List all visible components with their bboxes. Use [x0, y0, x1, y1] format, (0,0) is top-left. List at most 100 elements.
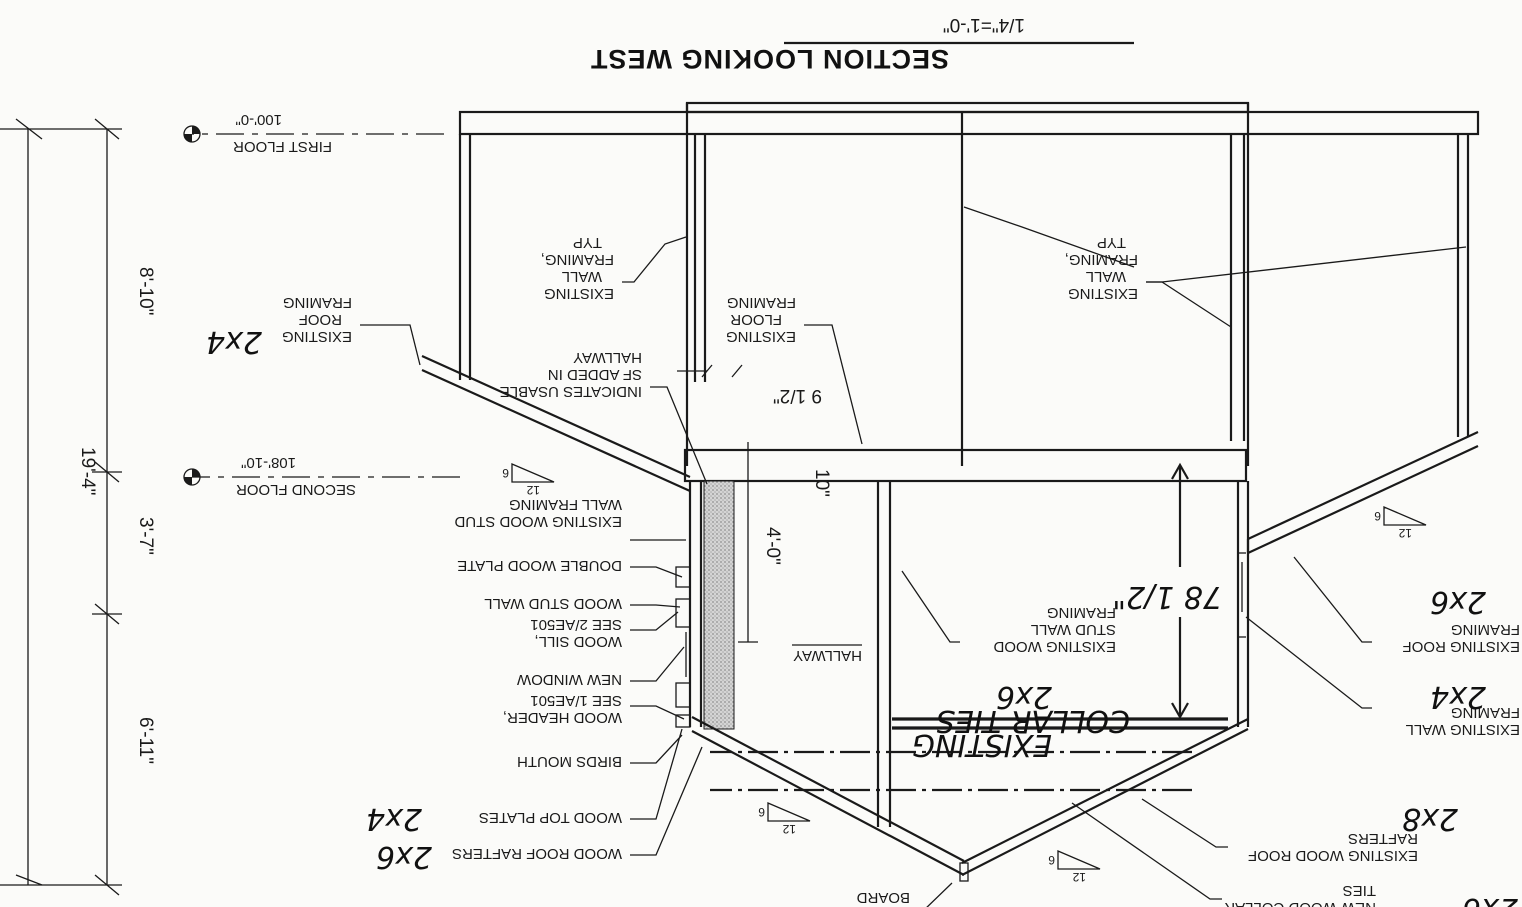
note-usable-sf: INDICATES USABLE SF ADDED IN HALLWAY: [500, 349, 708, 485]
level-first-floor: FIRST FLOOR 100'-0": [183, 111, 444, 155]
note-wood-sill: WOOD SILL, SEE 2/AE501: [530, 611, 679, 650]
svg-text:RAFTERS: RAFTERS: [1348, 830, 1418, 847]
roof-right-side: [421, 354, 969, 882]
svg-text:TYP: TYP: [1097, 234, 1126, 251]
dim-offset: 9 1/2": [773, 385, 822, 406]
svg-text:FRAMING,: FRAMING,: [1065, 251, 1138, 268]
upper-floor-frame: [458, 101, 1480, 483]
note-existing-roof-framing-right: EXISTING ROOF FRAMING: [1293, 556, 1520, 655]
svg-text:FRAMING,: FRAMING,: [541, 251, 614, 268]
usable-area-hatch: [703, 480, 735, 730]
svg-text:EXISTING WOOD ROOF: EXISTING WOOD ROOF: [1248, 847, 1418, 864]
hand-rafters-a: 2x4: [366, 801, 422, 836]
level-second-floor: SECOND FLOOR 108'-10": [183, 454, 460, 498]
svg-text:EXISTING: EXISTING: [726, 328, 796, 345]
svg-text:WOOD SILL,: WOOD SILL,: [534, 633, 622, 650]
note-board: BOARD: [856, 882, 953, 907]
svg-text:SEE 2/AE501: SEE 2/AE501: [530, 616, 622, 633]
second-floor-label: SECOND FLOOR: [236, 481, 356, 498]
svg-text:SF ADDED IN: SF ADDED IN: [548, 366, 642, 383]
dim-hall-height: 4'-0": [762, 527, 783, 565]
dim-overall: 19'-4": [77, 447, 98, 495]
second-floor-elev: 108'-10": [241, 454, 296, 471]
svg-text:NEW WINDOW: NEW WINDOW: [516, 671, 622, 688]
svg-text:6: 6: [1048, 853, 1055, 867]
hand-right-collar: 2x6: [1462, 891, 1518, 907]
note-existing-wood-stud-wall-framing: EXISTING WOOD STUD WALL FRAMING: [454, 496, 686, 541]
slope-triangle-1: 12 6: [1374, 506, 1427, 540]
slope-triangle-4: 12 6: [1048, 850, 1101, 884]
svg-text:6: 6: [502, 466, 509, 480]
svg-text:TYP: TYP: [573, 234, 602, 251]
svg-text:FRAMING: FRAMING: [727, 294, 796, 311]
svg-text:EXISTING: EXISTING: [282, 328, 352, 345]
dim-upper: 8'-10": [135, 267, 156, 315]
hallway-label: HALLWAY: [793, 647, 862, 664]
svg-text:EXISTING WOOD STUD: EXISTING WOOD STUD: [454, 513, 622, 530]
note-new-wood-collar-ties: NEW WOOD COLLAR TIES: [1071, 802, 1376, 907]
first-floor-elev: 100'-0": [235, 111, 282, 128]
hand-rafters-b: 2x6: [376, 839, 432, 874]
hand-right-wall: 2x4: [1430, 679, 1486, 714]
svg-text:12: 12: [526, 483, 540, 497]
note-double-wood-plate: DOUBLE WOOD PLATE: [457, 557, 683, 578]
svg-text:HALLWAY: HALLWAY: [573, 349, 642, 366]
hand-right-rafters: 2x8: [1402, 801, 1458, 836]
svg-text:6: 6: [758, 805, 765, 819]
svg-text:STUD WALL: STUD WALL: [1031, 621, 1116, 638]
svg-text:SEE 1/AE501: SEE 1/AE501: [530, 692, 622, 709]
note-wood-header: WOOD HEADER, SEE 1/AE501: [503, 692, 685, 726]
svg-text:12: 12: [782, 822, 796, 836]
svg-text:6: 6: [1374, 509, 1381, 523]
dim-floor-thk: 10": [811, 469, 832, 497]
svg-text:12: 12: [1398, 526, 1412, 540]
svg-text:EXISTING WALL: EXISTING WALL: [1406, 721, 1520, 738]
svg-text:EXISTING ROOF: EXISTING ROOF: [1402, 638, 1520, 655]
svg-text:FRAMING: FRAMING: [1047, 604, 1116, 621]
note-new-window: NEW WINDOW: [516, 646, 685, 688]
roof-left-side: [961, 431, 1479, 876]
svg-text:FRAMING: FRAMING: [1451, 621, 1520, 638]
hand-collar-existing: EXISTING: [912, 727, 1052, 762]
handwritten-notes: 2x4 EXISTING COLLAR TIES 2x6 2x4 2x6 2x6…: [206, 324, 1518, 907]
svg-text:ROOF: ROOF: [299, 311, 342, 328]
svg-text:EXISTING WOOD: EXISTING WOOD: [993, 638, 1116, 655]
note-wood-roof-rafters: WOOD ROOF RAFTERS: [452, 746, 703, 862]
note-existing-wall-framing-left: EXISTING WALL FRAMING, TYP: [541, 234, 687, 302]
svg-text:WOOD HEADER,: WOOD HEADER,: [503, 709, 622, 726]
note-birds-mouth: BIRDS MOUTH: [517, 734, 683, 770]
svg-text:WOOD TOP PLATES: WOOD TOP PLATES: [479, 809, 622, 826]
note-existing-wall-framing-right2: EXISTING WALL FRAMING: [1245, 616, 1520, 738]
note-existing-wood-roof-rafters: EXISTING WOOD ROOF RAFTERS: [1141, 798, 1418, 864]
lower-story-walls: [675, 480, 1250, 827]
note-wood-stud-wall: WOOD STUD WALL: [484, 595, 681, 612]
dim-middle: 3'-7": [135, 517, 156, 555]
svg-text:WALL: WALL: [1086, 268, 1126, 285]
hand-right-roof: 2x6: [1430, 584, 1486, 619]
svg-text:WALL FRAMING: WALL FRAMING: [509, 496, 622, 513]
first-floor-label: FIRST FLOOR: [233, 138, 332, 155]
slope-triangle-2: 12 6: [502, 463, 555, 497]
note-wood-top-plates: WOOD TOP PLATES: [479, 728, 683, 826]
rotated-sheet: SECTION LOOKING WEST 1/4"=1'-0": [0, 14, 1520, 907]
svg-text:FLOOR: FLOOR: [730, 311, 782, 328]
dim-lower: 6'-11": [135, 717, 156, 764]
slope-triangle-3: 12 6: [758, 802, 811, 836]
svg-text:FRAMING: FRAMING: [1451, 704, 1520, 721]
hand-roof-left: 2x4: [206, 324, 262, 359]
svg-text:WOOD ROOF RAFTERS: WOOD ROOF RAFTERS: [452, 845, 622, 862]
hand-collar-size: 2x6: [996, 679, 1052, 714]
svg-text:TIES: TIES: [1343, 882, 1376, 899]
note-existing-floor-framing: EXISTING FLOOR FRAMING: [726, 294, 863, 445]
dimension-strings: 19'-4" 8'-10" 3'-7" 6'-11": [0, 118, 156, 896]
svg-text:EXISTING: EXISTING: [544, 285, 614, 302]
interior-dimensions: 4'-0" 10" 9 1/2" HALLWAY: [677, 364, 862, 664]
svg-text:BIRDS MOUTH: BIRDS MOUTH: [517, 753, 622, 770]
svg-text:BOARD: BOARD: [856, 889, 910, 906]
svg-text:NEW WOOD COLLAR: NEW WOOD COLLAR: [1224, 899, 1376, 907]
hand-collar-ties: COLLAR TIES: [936, 703, 1130, 738]
svg-text:WALL: WALL: [562, 268, 602, 285]
hand-collar-height: 78 1/2": [1112, 579, 1222, 614]
